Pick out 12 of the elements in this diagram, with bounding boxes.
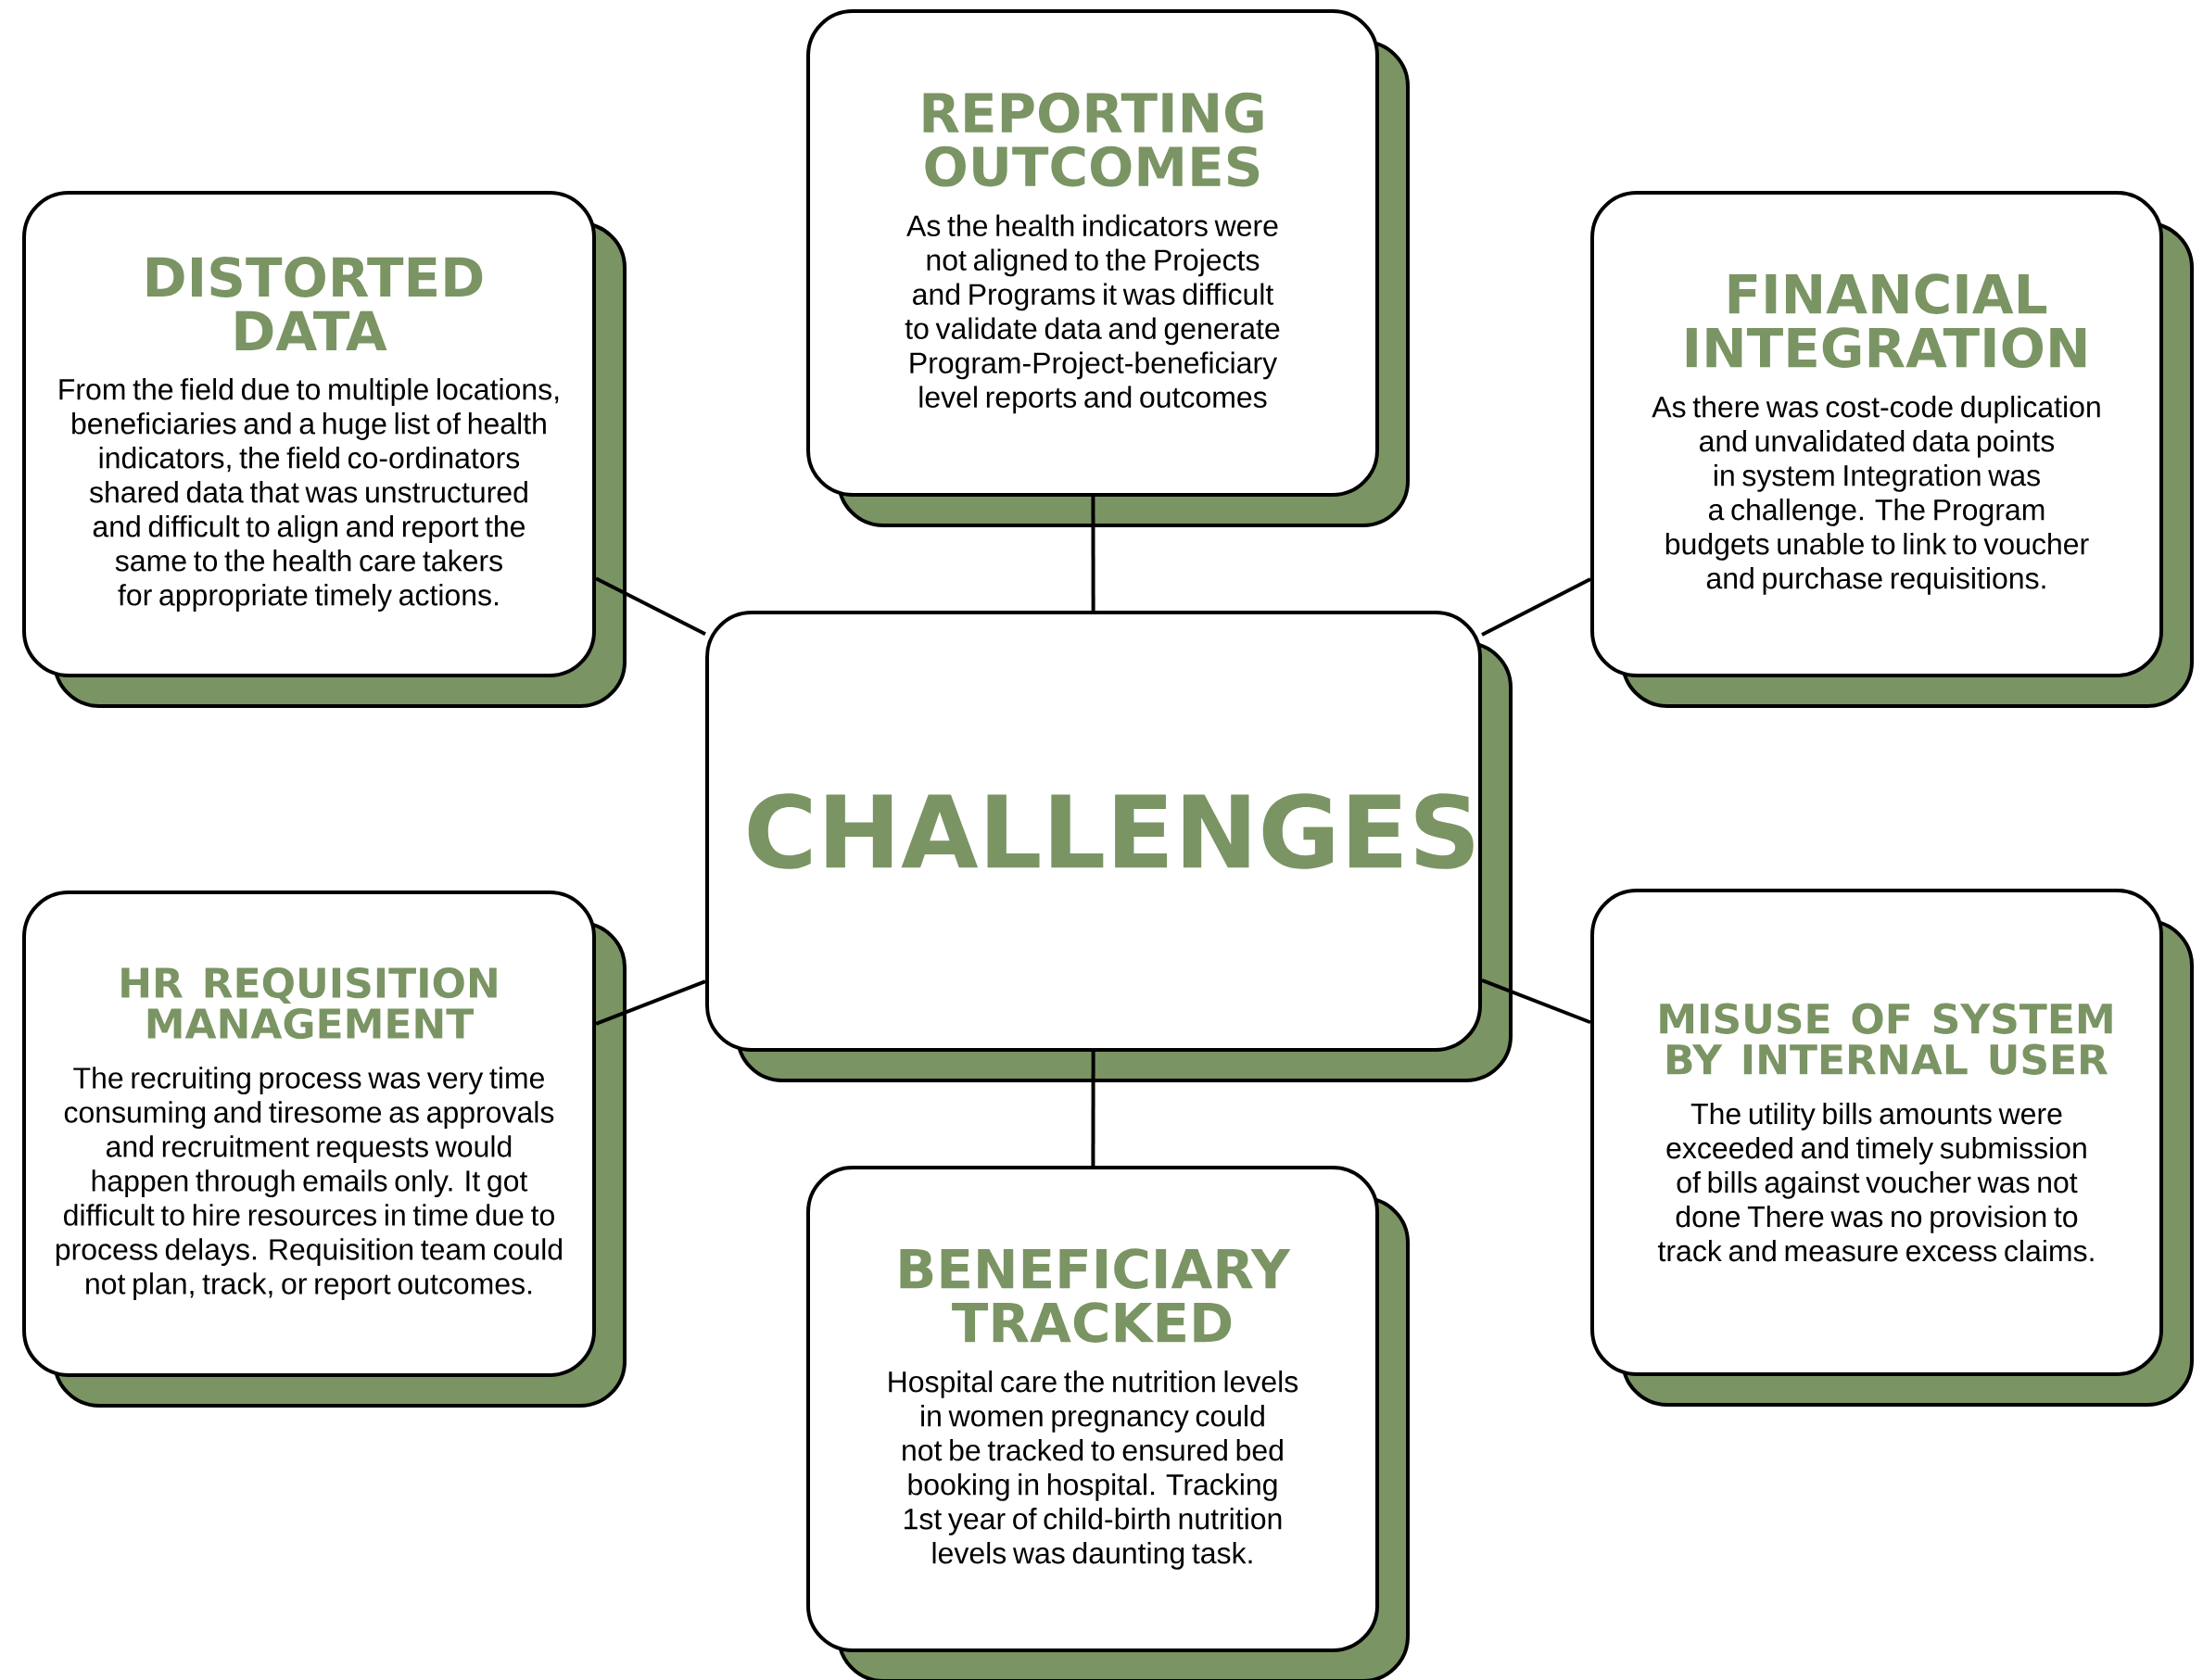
connector-line — [1091, 1052, 1095, 1166]
challenge-card: HR REQUISITION MANAGEMENT The recruiting process was very time consuming and tiresome as approvals and recruitment requests would happen through emails only. It got difficult to hire resources in time due to process delays. Requisition team could not plan, track, or report outcomes. — [22, 891, 627, 1408]
challenge-card: DISTORTED DATA From the field due to multiple locations, beneficiaries and a huge list of health indicators, the field co-ordinators shared data that was unstructured and difficult to align and report the same to the health care takers for appropriate timely actions. — [22, 191, 627, 708]
challenge-card: FINANCIAL INTEGRATION As there was cost-code duplication and unvalidated data points in system Integration was a challenge. The Program budgets unable to link to voucher and purchase requisitions. — [1590, 191, 2194, 708]
connector-line — [1481, 979, 1591, 1025]
connector-line — [1481, 577, 1591, 637]
connector-line — [595, 576, 706, 637]
challenge-card: BENEFICIARY TRACKED Hospital care the nutrition levels in women pregnancy could not be tracked to ensured bed booking in hospital. Tracking 1st year of child-birth nutrition levels was daunting task. — [806, 1166, 1410, 1680]
connector-line — [1091, 497, 1095, 611]
challenge-card: MISUSE OF SYSTEM BY INTERNAL USER The utility bills amounts were exceeded and timely submission of bills against voucher was not done There was no provision to track and measure excess claims. — [1590, 889, 2194, 1407]
challenge-card: REPORTING OUTCOMES As the health indicators were not aligned to the Projects and Programs it was difficult to validate data and generate Program-Project-beneficiary level reports and outcomes — [806, 9, 1410, 527]
center-box: CHALLENGES — [705, 611, 1513, 1082]
